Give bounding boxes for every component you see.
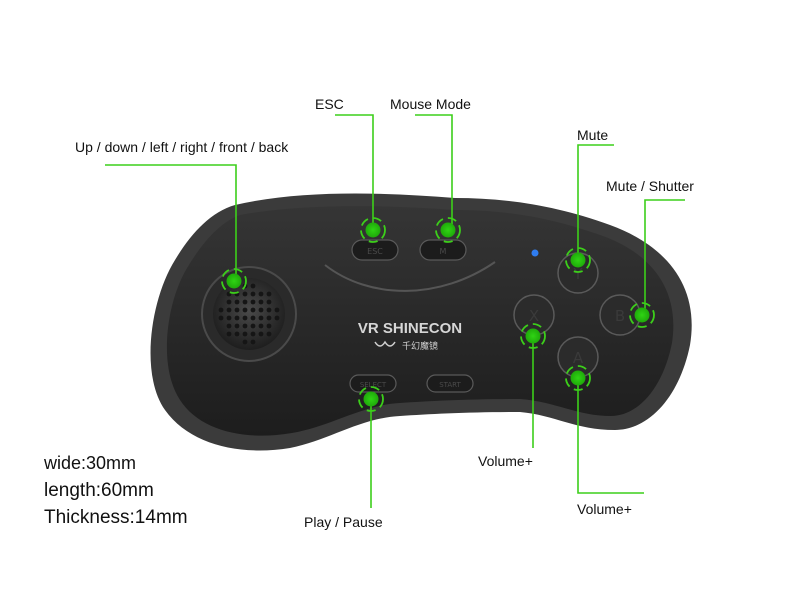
joystick-grip-dot (266, 307, 272, 313)
joystick-grip-dot (250, 299, 256, 305)
mouse-mode-button-label: M (440, 247, 447, 256)
joystick-grip-dot (258, 299, 264, 305)
joystick-grip-dot (242, 323, 248, 329)
y-button-label: Y (572, 265, 583, 283)
joystick-grip-dot (258, 291, 264, 297)
joystick-grip-dot (242, 339, 248, 345)
joystick-grip-dot (266, 315, 272, 321)
marker-mute-shutter (629, 302, 655, 328)
x-button-label: X (529, 307, 539, 325)
joystick-grip-dot (234, 315, 240, 321)
joystick-grip-dot (242, 307, 248, 313)
joystick-grip-dot (274, 307, 280, 313)
spec-thickness: Thickness:14mm (44, 507, 188, 528)
joystick-grip-dot (258, 323, 264, 329)
marker-volume-x (520, 323, 546, 349)
y-button[interactable]: Y (557, 252, 599, 294)
esc-button[interactable]: ESC (351, 239, 399, 261)
status-led (531, 249, 539, 257)
leader-mouse-mode (415, 114, 453, 228)
callout-mute: Mute (577, 127, 608, 143)
joystick-grip-dot (250, 307, 256, 313)
leader-joystick (105, 164, 237, 280)
spec-wide: wide:30mm (43, 453, 136, 473)
joystick-grip-dot (250, 323, 256, 329)
select-button-label: SELECT (360, 381, 387, 389)
start-button-label: START (439, 381, 461, 389)
joystick-grip-dot (242, 315, 248, 321)
marker-volume-a (565, 365, 591, 391)
joystick-grip-dot (226, 315, 232, 321)
joystick-grip-dot (258, 331, 264, 337)
joystick-grip-dot (226, 323, 232, 329)
joystick[interactable] (201, 266, 297, 362)
joystick-grip-dot (242, 291, 248, 297)
joystick-grip-dot (218, 315, 224, 321)
joystick-grip-dot (242, 331, 248, 337)
callout-mute-shutter: Mute / Shutter (606, 178, 694, 194)
callout-joystick: Up / down / left / right / front / back (75, 139, 289, 155)
joystick-grip-dot (250, 291, 256, 297)
marker-mouse-mode (435, 217, 461, 243)
b-button[interactable]: B (599, 294, 641, 336)
callout-mouse-mode: Mouse Mode (390, 96, 471, 112)
select-button[interactable]: SELECT (349, 374, 397, 393)
marker-esc (360, 217, 386, 243)
joystick-grip-dot (258, 315, 264, 321)
mouse-mode-button[interactable]: M (419, 239, 467, 261)
controller-body (150, 193, 692, 451)
joystick-grip-dot (274, 315, 280, 321)
joystick-grip-dot (266, 299, 272, 305)
callout-esc: ESC (315, 96, 344, 112)
brand-logo-icon (374, 340, 396, 347)
joystick-grip-dot (250, 315, 256, 321)
marker-mute (565, 247, 591, 273)
a-button[interactable]: A (557, 336, 599, 378)
leader-mute-shutter (644, 199, 685, 313)
callout-markers (221, 217, 655, 412)
joystick-grip-dot (258, 307, 264, 313)
callout-volume-x: Volume+ (478, 453, 533, 469)
joystick-grip-dot (250, 339, 256, 345)
marker-joystick (221, 268, 247, 294)
joystick-grip-dot (266, 291, 272, 297)
a-button-label: A (573, 349, 584, 367)
joystick-grip-dot (226, 299, 232, 305)
start-button[interactable]: START (426, 374, 474, 393)
joystick-grip-dot (250, 331, 256, 337)
callout-volume-a: Volume+ (577, 501, 632, 517)
joystick-grip-dot (234, 323, 240, 329)
joystick-grip-dot (266, 331, 272, 337)
joystick-grip-dot (218, 307, 224, 313)
joystick-grip-dot (242, 299, 248, 305)
controller-face (166, 206, 674, 436)
joystick-grip-dot (234, 307, 240, 313)
leader-lines (105, 114, 685, 508)
marker-play-pause (358, 386, 384, 412)
joystick-grip-dot (226, 331, 232, 337)
spec-length: length:60mm (44, 480, 154, 501)
esc-button-label: ESC (367, 247, 383, 256)
joystick-grip-dot (226, 307, 232, 313)
leader-esc (335, 114, 374, 228)
joystick-grip-dot (266, 323, 272, 329)
b-button-label: B (615, 307, 625, 325)
face-curve (324, 261, 496, 292)
joystick-grip-dot (234, 331, 240, 337)
leader-volume-a (577, 378, 644, 494)
joystick-grip-dot (234, 299, 240, 305)
callout-play-pause: Play / Pause (304, 514, 383, 530)
brand-subtitle: 千幻魔镜 (402, 340, 438, 352)
leader-mute (577, 144, 614, 258)
joystick-grip-dot (250, 283, 256, 289)
brand-name: VR SHINECON (358, 320, 462, 337)
